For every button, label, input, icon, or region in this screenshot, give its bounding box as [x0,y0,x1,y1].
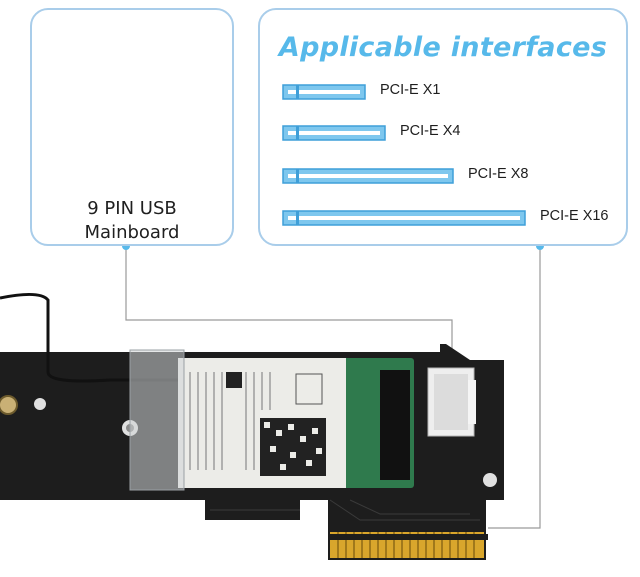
retention-bracket [129,349,185,491]
screw-hole [0,395,18,415]
usb-cable-panel: 9 PIN USB Mainboard [30,8,234,246]
pcie-connector-line [488,246,541,529]
slot-label-x4: PCI-E X4 [400,123,461,139]
antenna-cable [0,293,180,383]
screw-hole [483,473,497,487]
m2-slot [380,370,410,480]
usb-label-line2: Mainboard [84,222,180,243]
pcie-x4-slot-icon [282,125,386,141]
slot-label-x16: PCI-E X16 [540,208,609,224]
wifi-card [178,358,414,488]
four-pin-connector [427,367,476,437]
pcie-x16-slot-icon [282,210,526,226]
panel-title: Applicable interfaces [278,32,608,63]
gold-contacts [328,532,488,558]
qr-code [226,372,242,388]
slot-label-x8: PCI-E X8 [468,166,529,182]
pcie-x1-slot-icon [282,84,366,100]
interfaces-panel: Applicable interfaces PCI-E X1 PCI-E X4 … [258,8,628,246]
slot-label-x1: PCI-E X1 [380,82,441,98]
usb-label-line1: 9 PIN USB [87,198,177,219]
screw-hole [34,398,46,410]
pcie-x8-slot-icon [282,168,454,184]
usb-connector-line [125,246,453,360]
